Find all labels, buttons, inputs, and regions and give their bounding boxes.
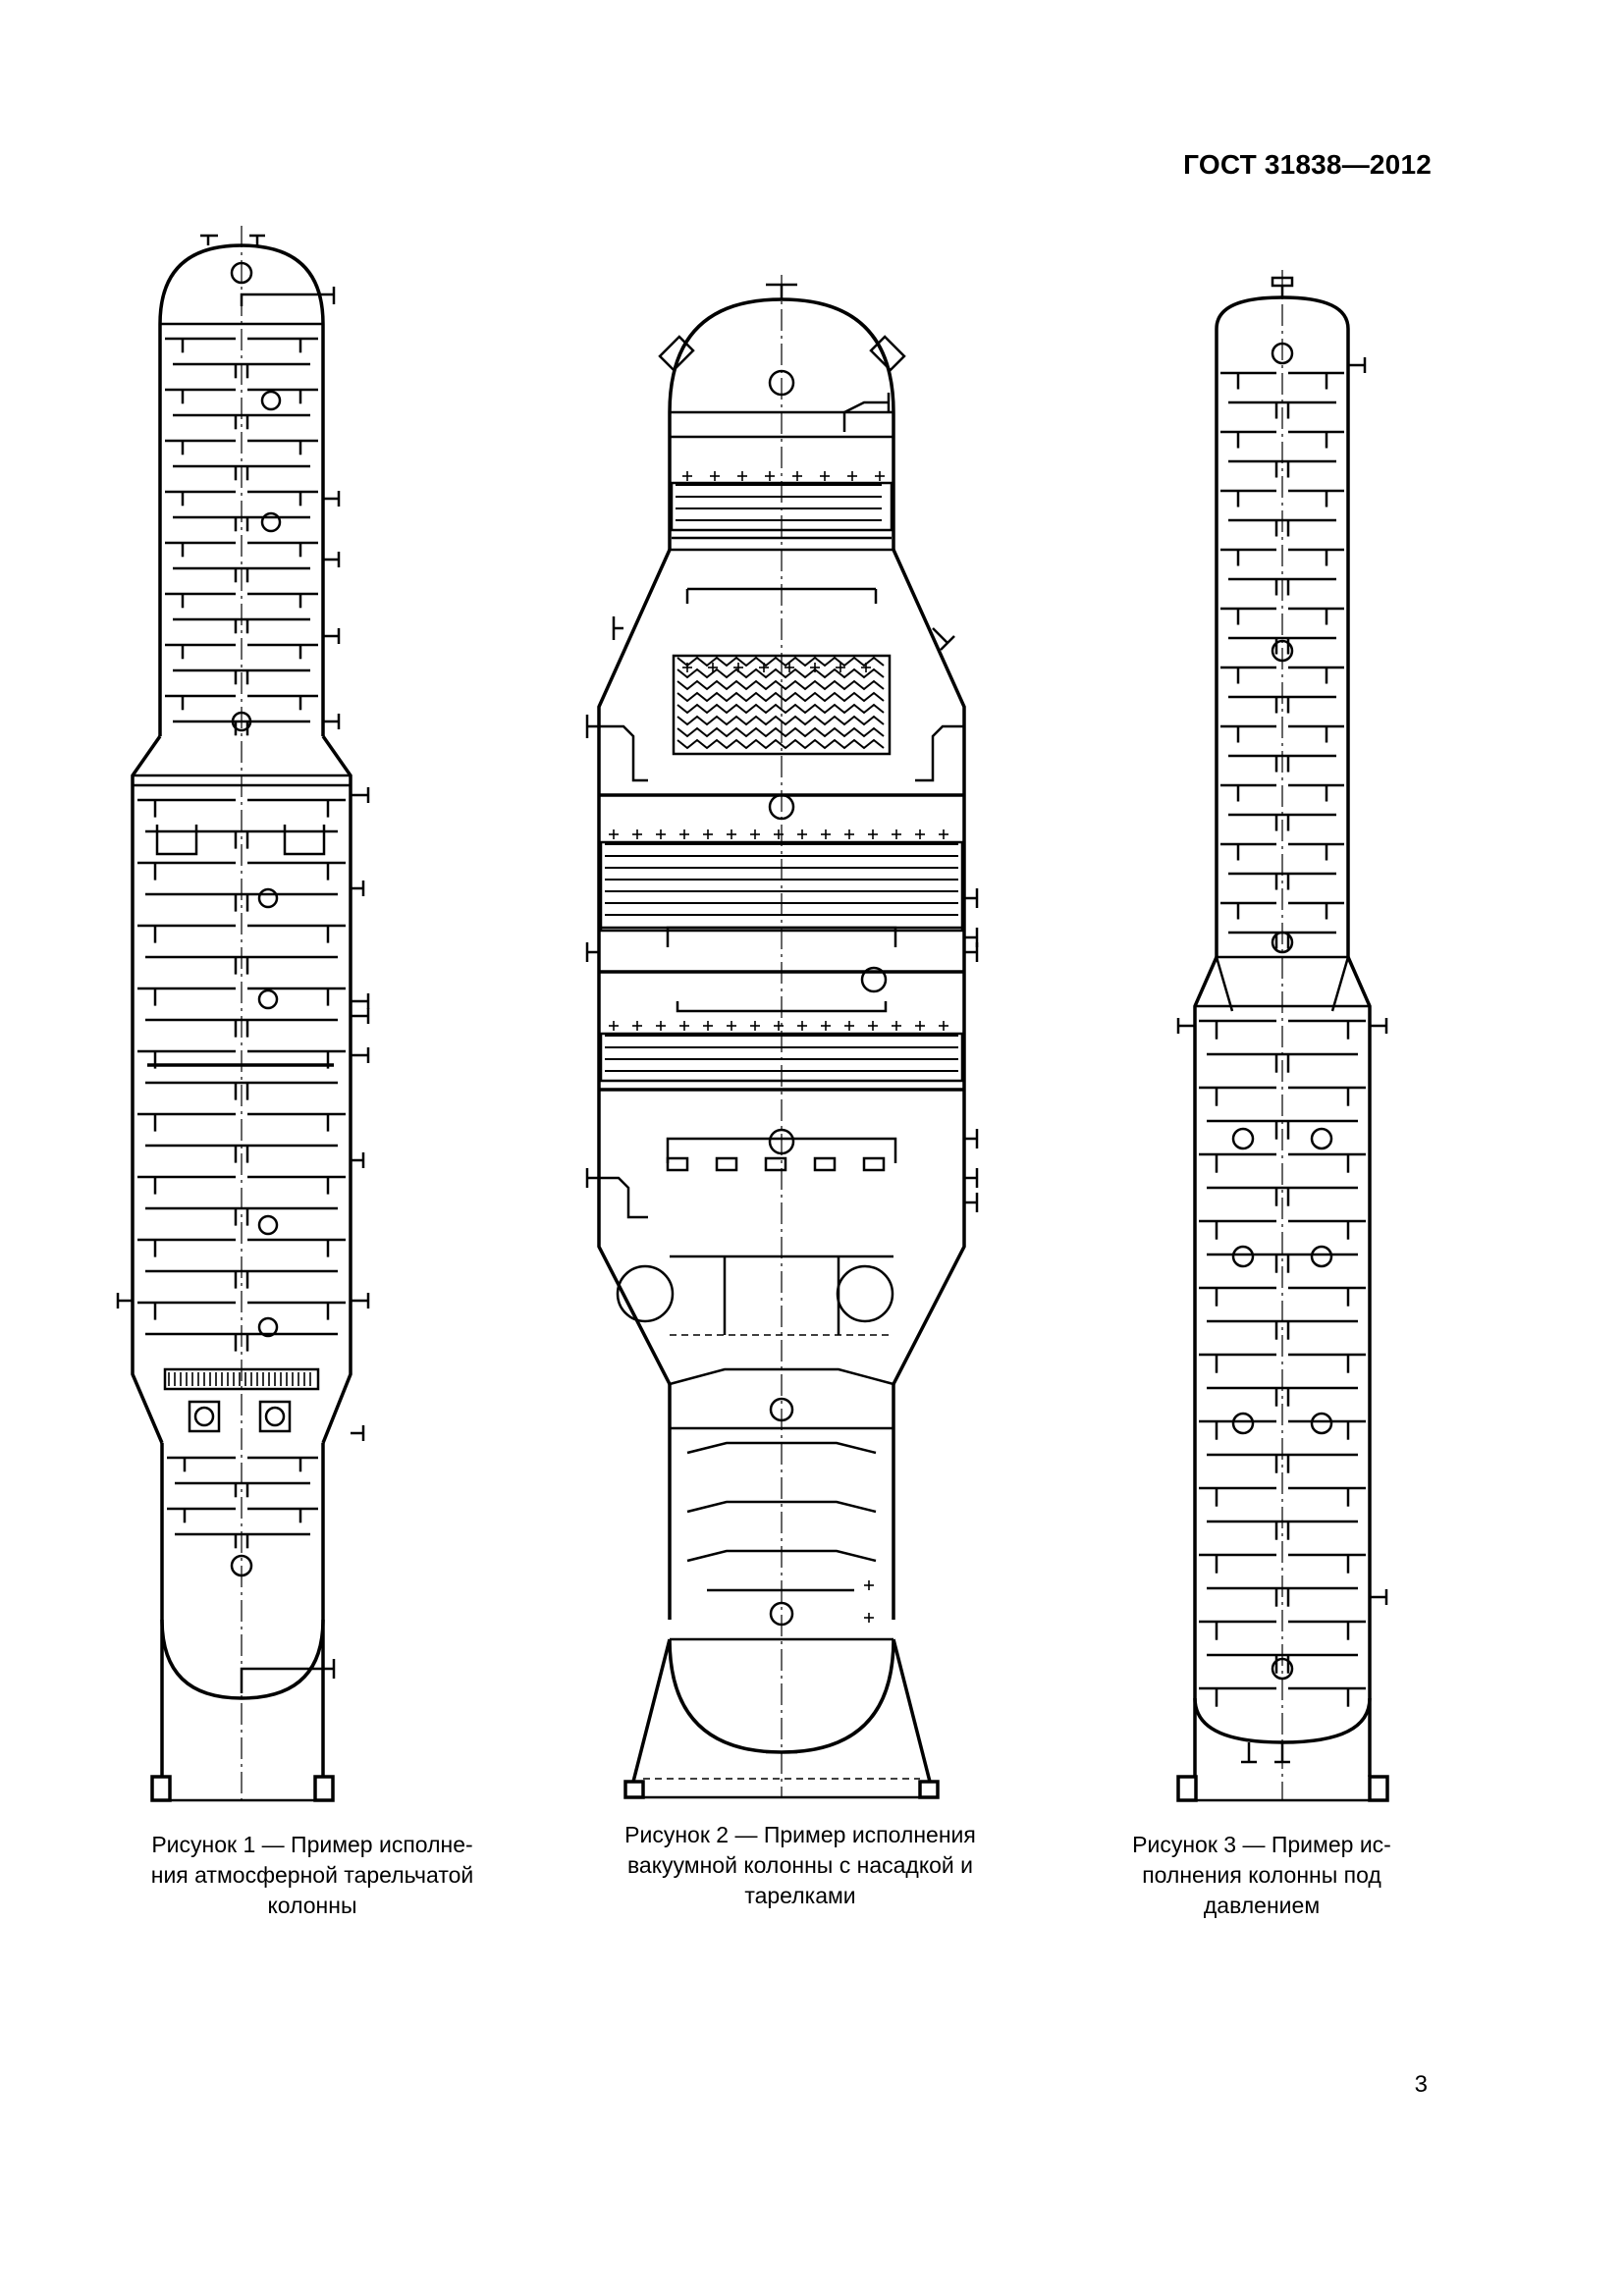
figure-1-caption: Рисунок 1 — Пример исполне- ния атмосфер… xyxy=(150,1832,474,1918)
figure-3-caption: Рисунок 3 — Пример ис- полнения колонны … xyxy=(1132,1832,1391,1918)
page-number: 3 xyxy=(1414,2071,1428,2098)
document-code: ГОСТ 31838—2012 xyxy=(1183,149,1432,180)
figure-2-caption: Рисунок 2 — Пример исполнения вакуумной … xyxy=(624,1822,976,1908)
